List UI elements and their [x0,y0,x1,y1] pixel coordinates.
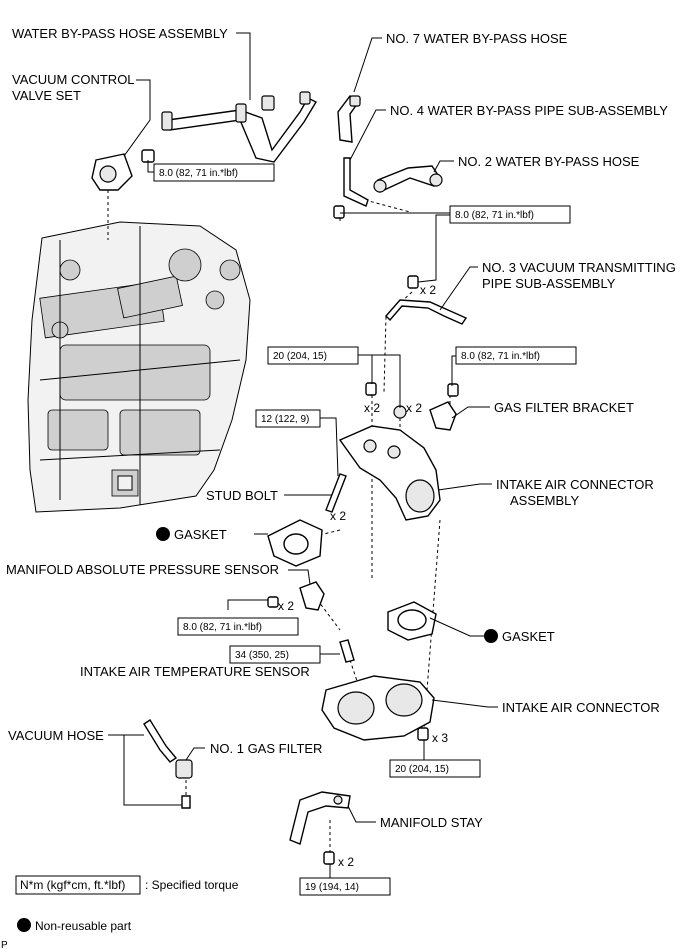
engine-illustration [27,221,251,513]
gasket-lower-part [387,601,437,641]
label-vacuum-control-valve-set-line2: VALVE SET [12,88,81,103]
manifold-stay-part [289,791,351,865]
torque-leader-lines [147,160,456,878]
label-intake-air-temp-sensor: INTAKE AIR TEMPERATURE SENSOR [80,664,310,679]
label-no7-water-bypass-hose: NO. 7 WATER BY-PASS HOSE [386,31,568,46]
qty-stay: x 2 [338,855,354,869]
nonreusable-marker-gasket-lower [484,629,498,643]
label-no3-vacuum-pipe-line1: NO. 3 VACUUM TRANSMITTING [482,260,676,275]
label-stud-bolt: STUD BOLT [206,488,278,503]
torque-gas-filter-bracket: 8.0 (82, 71 in.*lbf) [461,351,540,362]
label-intake-air-connector-assembly-line2: ASSEMBLY [510,493,579,508]
label-no1-gas-filter: NO. 1 GAS FILTER [210,741,322,756]
vacuum-control-valve-part [91,149,155,191]
intake-air-connector-assembly-part [338,425,441,521]
legend-nonreusable: Non-reusable part [35,919,132,933]
gasket-upper-part [267,519,323,567]
nonreusable-marker-gasket-upper [156,527,170,541]
torque-intake-bolts: 20 (204, 15) [273,351,327,362]
torque-stay: 19 (194, 14) [305,882,359,893]
torque-no4-pipe: 8.0 (82, 71 in.*lbf) [455,210,534,221]
torque-iat: 34 (350, 25) [235,650,289,661]
gas-filter-bracket-part [429,383,459,431]
torque-map: 8.0 (82, 71 in.*lbf) [183,622,262,633]
legend-nonreusable-marker [17,918,31,932]
torque-box-map [177,617,299,636]
water-bypass-hose-assembly-part [161,91,317,163]
label-no4-water-bypass-pipe: NO. 4 WATER BY-PASS PIPE SUB-ASSEMBLY [390,103,668,118]
intake-bolts-part [365,382,407,419]
stud-bolt-part [325,473,347,513]
torque-vcv: 8.0 (82, 71 in.*lbf) [159,168,238,179]
torque-box-iat [229,645,321,664]
no2-water-bypass-hose-part [373,165,443,194]
label-gasket-upper: GASKET [174,527,227,542]
leader-lines [108,32,498,823]
torque-connector: 20 (204, 15) [395,764,449,775]
label-intake-air-connector-assembly-line1: INTAKE AIR CONNECTOR [496,477,654,492]
no4-water-bypass-pipe-part [333,157,369,219]
qty-map: x 2 [278,599,294,613]
label-intake-air-connector: INTAKE AIR CONNECTOR [502,700,660,715]
label-water-bypass-hose-assembly: WATER BY-PASS HOSE ASSEMBLY [12,26,228,41]
label-gas-filter-bracket: GAS FILTER BRACKET [494,400,634,415]
legend-torque-unit: N*m (kgf*cm, ft.*lbf) [20,878,125,892]
legend: N*m (kgf*cm, ft.*lbf) : Specified torque… [15,875,239,933]
label-vacuum-control-valve-set-line1: VACUUM CONTROL [12,72,135,87]
intake-air-connector-part [321,675,435,741]
torque-box-stay [299,877,391,896]
torque-stud: 12 (122, 9) [261,414,309,425]
label-gasket-lower: GASKET [502,629,555,644]
vacuum-hose-part [143,719,193,809]
no3-vacuum-pipe-part [385,275,468,325]
label-no2-water-bypass-hose: NO. 2 WATER BY-PASS HOSE [458,154,640,169]
torque-box-intake-bolts [267,346,359,365]
torque-box-connector [389,759,481,778]
label-vacuum-hose: VACUUM HOSE [8,728,104,743]
map-sensor-part [267,581,325,611]
torque-box-no4-pipe [449,205,571,224]
legend-torque-box [15,875,141,895]
legend-torque-desc: : Specified torque [145,878,239,892]
label-map-sensor: MANIFOLD ABSOLUTE PRESSURE SENSOR [6,562,279,577]
qty-connector: x 3 [432,731,448,745]
corner-mark: P [1,940,8,951]
no7-water-bypass-hose-part [337,95,362,143]
iat-sensor-part [339,639,355,663]
label-no3-vacuum-pipe-line2: PIPE SUB-ASSEMBLY [482,276,616,291]
qty-bolt-right: x 2 [406,401,422,415]
qty-stud: x 2 [330,509,346,523]
torque-box-gas-filter-bracket [455,346,577,365]
qty-bolt-left: x 2 [364,401,380,415]
qty-vacuum-pipe: x 2 [420,283,436,297]
torque-box-stud [255,409,321,428]
label-manifold-stay: MANIFOLD STAY [380,815,483,830]
torque-box-vcv [153,163,275,182]
